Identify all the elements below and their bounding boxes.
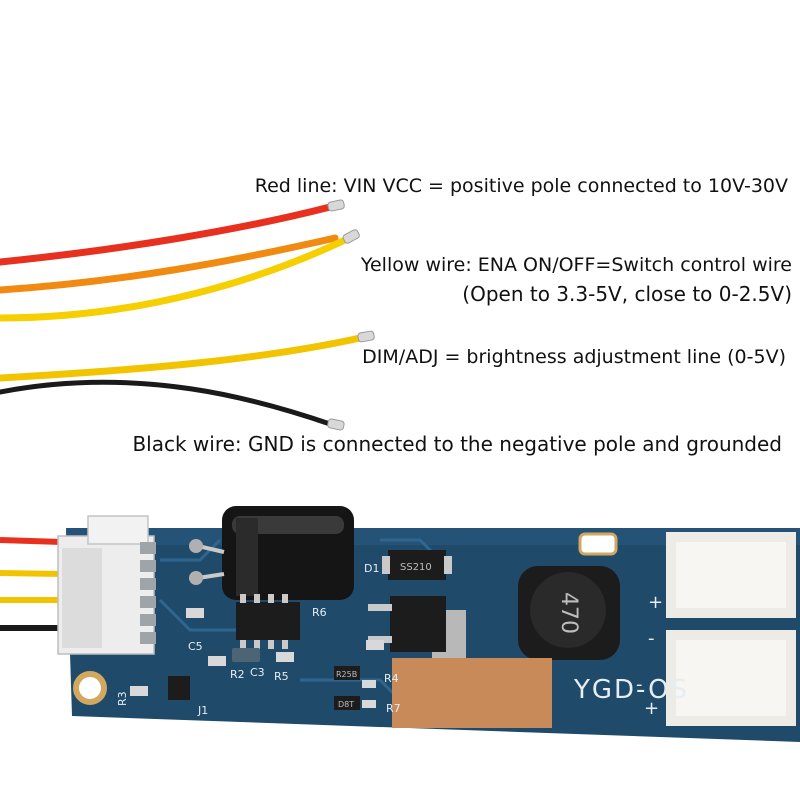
ic-pin (282, 640, 288, 649)
red-wire-tip (327, 199, 345, 212)
red-wire (0, 203, 334, 266)
label-r2: R2 (230, 668, 245, 681)
label-j1: J1 (197, 704, 208, 717)
chip-markings: SS210 470 R25B D8T (336, 562, 581, 709)
yellow-wire-tip (342, 229, 360, 244)
polarity-mark: + (648, 592, 663, 613)
solder-pad (189, 571, 203, 585)
orange-wire (0, 234, 339, 294)
resistor (362, 700, 376, 708)
led-driver-board: D1 R6 C5 R2 C3 R5 R4 R7 R3 J1 YGD-OS + -… (0, 506, 800, 742)
silkscreen: D1 R6 C5 R2 C3 R5 R4 R7 R3 J1 YGD-OS + -… (116, 562, 689, 719)
fuse (578, 532, 618, 556)
wire-tips (327, 199, 375, 431)
resistor (366, 640, 384, 650)
black-wire (0, 379, 333, 427)
output-pad-shade (676, 542, 786, 608)
ic-body (236, 602, 300, 640)
electrolytic-capacitor (189, 506, 354, 600)
ic-pin (254, 594, 260, 603)
trace (160, 538, 222, 562)
trace (158, 598, 240, 632)
ic-pin (240, 640, 246, 649)
marking-d8t: D8T (338, 700, 354, 709)
label-d1: D1 (364, 562, 379, 575)
yellow-wire-label: Yellow wire: ENA ON/OFF=Switch control w… (360, 254, 792, 276)
pin (140, 542, 156, 554)
mounting-hole (73, 671, 107, 705)
ic-pin (268, 640, 274, 649)
ic-pin (240, 594, 246, 603)
ic-pin (254, 640, 260, 649)
mosfet-body (390, 596, 446, 652)
inductor-top (530, 572, 606, 648)
polarity-mark: - (636, 674, 643, 695)
smd-components (130, 532, 618, 710)
power-inductor (518, 566, 620, 660)
label-c3: C3 (250, 666, 265, 679)
output-terminals (666, 532, 796, 726)
connector-latch (87, 515, 149, 545)
dim-wire-label: DIM/ADJ = brightness adjustment line (0-… (362, 346, 786, 368)
label-r7: R7 (386, 702, 401, 715)
label-r5: R5 (274, 670, 289, 683)
copper-pad (392, 658, 552, 728)
marking-470: 470 (556, 592, 581, 634)
marking-ss210: SS210 (400, 562, 432, 573)
label-c5: C5 (188, 640, 203, 653)
polarity-mark: + (644, 698, 659, 719)
resistor-r25b (334, 666, 360, 680)
red-wire-label: Red line: VIN VCC = positive pole connec… (254, 175, 788, 197)
capacitor-smd (232, 648, 260, 662)
yellow-wire-enable (0, 236, 349, 322)
mosfet (368, 596, 466, 658)
label-r3: R3 (116, 691, 129, 706)
solder-pad (189, 539, 203, 553)
diode-pad (444, 556, 452, 574)
resistor (362, 680, 376, 688)
black-wire-label: Black wire: GND is connected to the nega… (132, 432, 782, 456)
label-r6: R6 (312, 606, 327, 619)
label-r4: R4 (384, 672, 399, 685)
resistor-d8t (334, 696, 360, 710)
red-lead (0, 537, 63, 545)
capacitor-highlight (232, 516, 344, 534)
ic-chip (236, 594, 300, 649)
capacitor-band (236, 518, 258, 596)
resistor (186, 608, 204, 618)
output-pad-shade (676, 640, 786, 716)
pin (140, 614, 156, 626)
dim-wire-tip (357, 330, 375, 343)
wire-connector (57, 515, 156, 655)
pin (140, 632, 156, 644)
resistor (130, 686, 148, 696)
pin (140, 560, 156, 572)
yellow-wire-note: (Open to 3.3-5V, close to 0-2.5V) (462, 282, 792, 306)
ic-pin (282, 594, 288, 603)
diode-pad (382, 556, 390, 574)
mosfet-leg (368, 604, 392, 611)
connector-wires (0, 537, 63, 631)
marking-r25b: R25B (336, 670, 357, 679)
yellow-lead-1 (0, 570, 63, 577)
pin (140, 596, 156, 608)
wire-bundle (0, 203, 364, 427)
ic-pin (268, 594, 274, 603)
connector-pins (140, 542, 156, 644)
schottky-diode (382, 550, 452, 580)
polarity-mark: - (648, 628, 655, 649)
yellow-wire-dim (0, 334, 364, 382)
resistor (208, 656, 226, 666)
black-wire-tip (327, 418, 345, 431)
mosfet-leg (368, 636, 392, 643)
board-model: YGD-OS (573, 675, 689, 705)
resistor-r3 (168, 676, 190, 700)
pin (140, 578, 156, 590)
diode-body (388, 550, 446, 580)
connector-body-shade (62, 548, 102, 648)
resistor (276, 652, 294, 662)
